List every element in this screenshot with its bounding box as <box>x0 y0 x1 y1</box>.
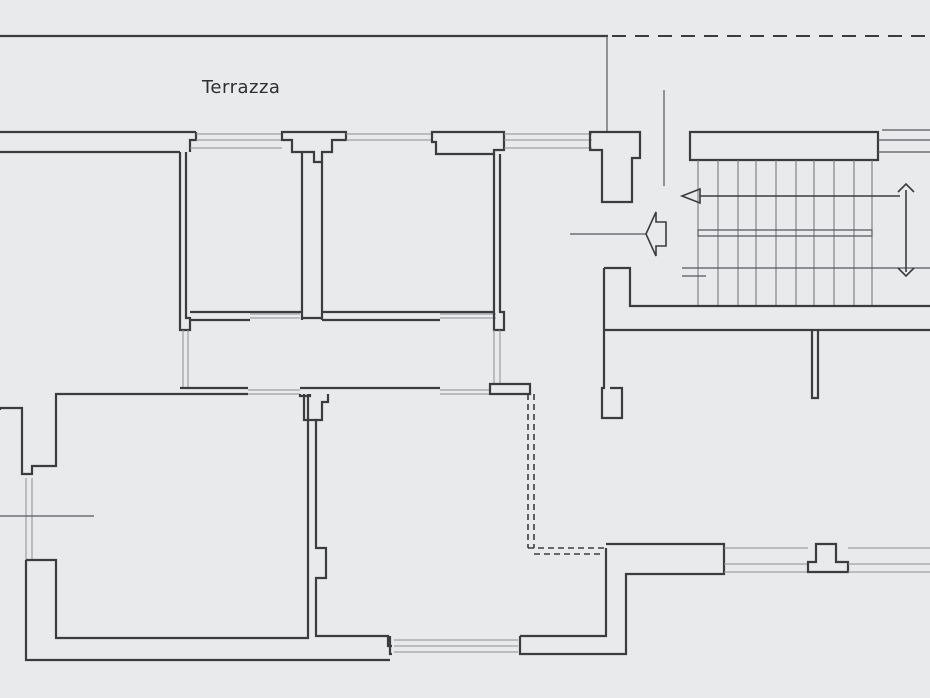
corridor <box>180 330 532 396</box>
north-rooms <box>178 152 506 332</box>
terrace-label: Terrazza <box>201 77 280 98</box>
south-rooms <box>0 392 930 662</box>
staircase <box>570 90 930 420</box>
north-wall <box>0 130 642 204</box>
terrace-outline <box>0 34 930 132</box>
